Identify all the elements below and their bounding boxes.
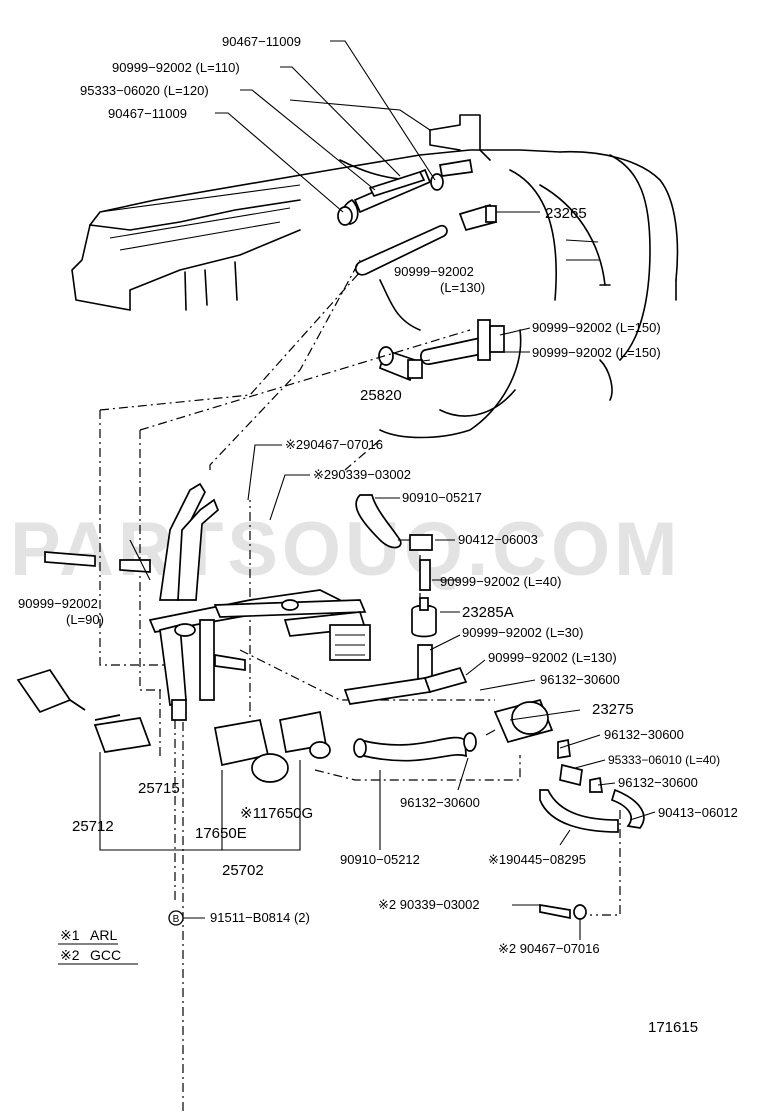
label-90999-92002-l130-mid: 90999−92002 (L=130)	[488, 650, 617, 665]
label-90910-05212: 90910−05212	[340, 852, 420, 867]
leader-lines-bottom	[183, 444, 656, 940]
label-25702: 25702	[222, 862, 264, 879]
vsv-units	[99, 710, 331, 851]
label-90467-11009-second: 90467−11009	[108, 106, 187, 121]
label-17650g: ※117650G	[240, 805, 313, 822]
label-90999-92002-l90: 90999−92002	[18, 596, 98, 611]
label-23265: 23265	[545, 205, 587, 222]
part-labels: 90467−11009 90999−92002 (L=110) 95333−06…	[18, 34, 738, 956]
legend-note2-mark: ※2	[60, 947, 80, 963]
bolt-symbol: B	[168, 910, 184, 926]
drawing-number: 171615	[648, 1019, 698, 1036]
svg-text:B: B	[173, 914, 180, 925]
label-25820: 25820	[360, 387, 402, 404]
label-90910-05217: 90910−05217	[402, 490, 482, 505]
label-23275: 23275	[592, 701, 634, 718]
label-90413-06012: 90413−06012	[658, 805, 738, 820]
label-90467-07016-top: ※290467−07016	[285, 437, 383, 452]
label-95333-06010-l40: 95333−06010 (L=40)	[608, 753, 720, 767]
label-90999-92002-l40: 90999−92002 (L=40)	[440, 574, 561, 589]
label-90467-11009-top: 90467−11009	[222, 34, 301, 49]
label-90999-92002-l150-b: 90999−92002 (L=150)	[532, 345, 661, 360]
label-96132-30600-d: 96132−30600	[400, 795, 480, 810]
leader-lines-top	[215, 40, 531, 353]
legend: ※1 ARL ※2 GCC	[58, 927, 138, 965]
label-90339-03002-bottom: ※2 90339−03002	[378, 897, 480, 912]
dashed-routes	[99, 259, 621, 1112]
label-23285a: 23285A	[462, 604, 514, 621]
label-90412-06003: 90412−06003	[458, 532, 538, 547]
label-90467-07016-bottom: ※2 90467−07016	[498, 941, 600, 956]
label-90999-92002-l110: 90999−92002 (L=110)	[112, 60, 240, 75]
legend-note1-mark: ※1	[60, 927, 80, 943]
label-95333-06020-l120: 95333−06020 (L=120)	[80, 83, 209, 98]
label-l130-top: (L=130)	[440, 280, 485, 295]
label-96132-30600-c: 96132−30600	[618, 775, 698, 790]
central-pipe-bundle	[44, 482, 371, 721]
label-25712: 25712	[72, 818, 114, 835]
label-90999-92002-l130-top: 90999−92002	[394, 264, 474, 279]
top-hose-cluster	[337, 159, 540, 382]
legend-note1-text: ARL	[90, 927, 117, 943]
legend-note2-text: GCC	[90, 947, 121, 963]
label-90999-92002-l150-a: 90999−92002 (L=150)	[532, 320, 661, 335]
label-91511-b0814: 91511−B0814 (2)	[210, 910, 310, 925]
label-90999-92002-l30: 90999−92002 (L=30)	[462, 625, 583, 640]
label-l90: (L=90)	[66, 612, 104, 627]
connector-25712	[16, 668, 152, 780]
watermark: PARTSOUQ.COM	[10, 507, 681, 592]
label-96132-30600-a: 96132−30600	[540, 672, 620, 687]
label-25715: 25715	[138, 780, 180, 797]
label-90339-03002-top: ※290339−03002	[313, 467, 411, 482]
label-17650e: 17650E	[195, 825, 247, 842]
right-mid-components	[343, 494, 645, 920]
label-90445-08295: ※190445−08295	[488, 852, 586, 867]
label-96132-30600-b: 96132−30600	[604, 727, 684, 742]
